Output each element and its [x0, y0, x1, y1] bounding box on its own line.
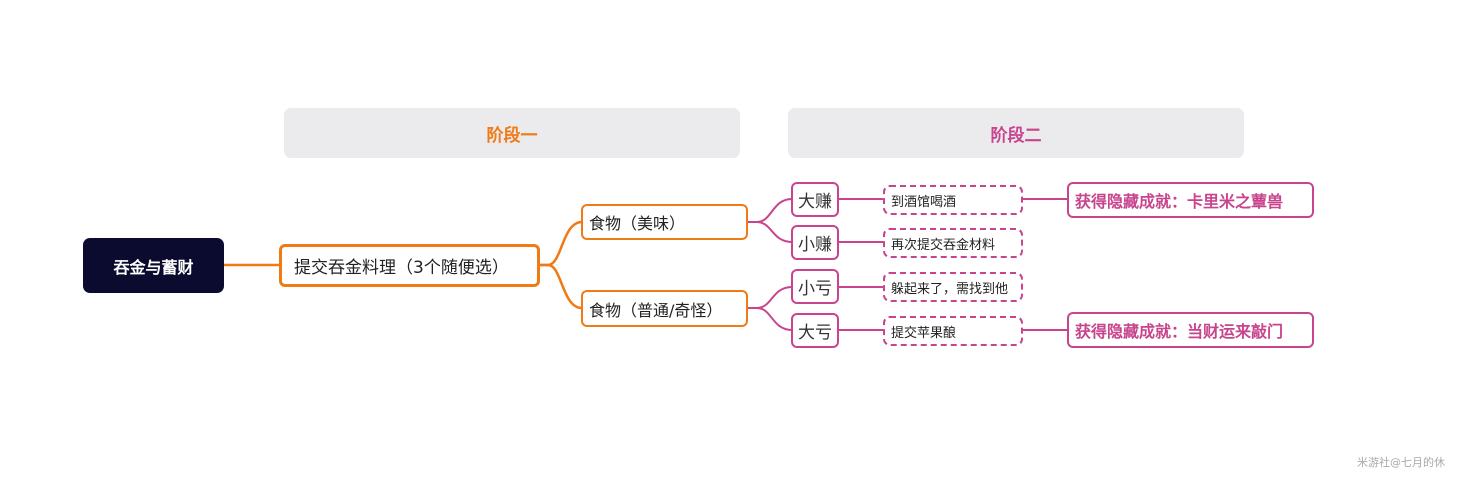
action-node-resubmit: 再次提交吞金材料 — [883, 228, 1023, 258]
outcome-node-small-gain: 小赚 — [791, 225, 839, 260]
outcome-node-big-gain: 大赚 — [791, 182, 839, 217]
link-submit-food2 — [539, 263, 583, 310]
achievement-node-1: 获得隐藏成就：卡里米之蕈兽 — [1067, 182, 1314, 218]
outcome-node-big-loss: 大亏 — [791, 313, 839, 348]
action-node-find-him: 躲起来了，需找到他 — [883, 272, 1023, 302]
action-node-tavern: 到酒馆喝酒 — [883, 185, 1023, 215]
link-food2-small-loss — [747, 286, 793, 309]
link-submit-food1 — [539, 220, 583, 267]
link-food2-big-loss — [747, 307, 793, 331]
stage-band-1: 阶段一 — [284, 108, 740, 158]
food-node-tasty: 食物（美味） — [581, 204, 748, 240]
submit-node: 提交吞金料理（3个随便选） — [279, 244, 540, 287]
link-food1-big-gain — [747, 198, 793, 223]
action-node-apple-cider: 提交苹果酿 — [883, 316, 1023, 346]
achievement-node-2: 获得隐藏成就：当财运来敲门 — [1067, 312, 1314, 348]
stage-band-2: 阶段二 — [788, 108, 1244, 158]
food-node-normal-odd: 食物（普通/奇怪） — [581, 290, 748, 327]
link-food1-small-gain — [747, 221, 793, 243]
outcome-node-small-loss: 小亏 — [791, 269, 839, 304]
root-node: 吞金与蓄财 — [83, 238, 224, 293]
watermark: 米游社@七月的休 — [1357, 456, 1445, 469]
